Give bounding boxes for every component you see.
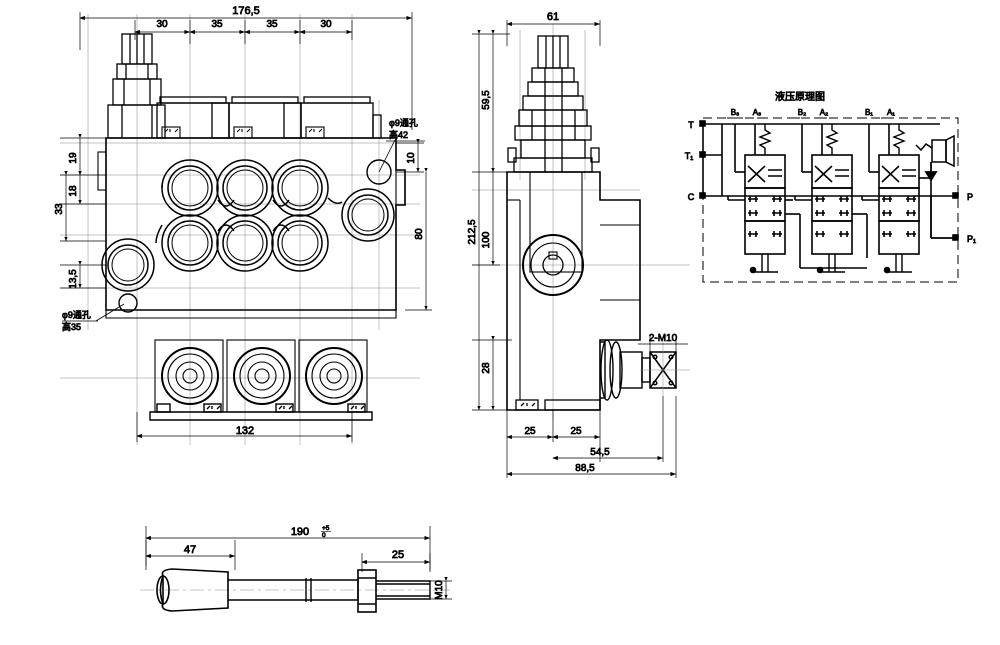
label-A3: A₃ xyxy=(753,108,762,117)
dim-176-label: 176,5 xyxy=(232,5,260,17)
tol-upper: +5 xyxy=(322,525,330,532)
port-boss-left xyxy=(101,238,155,292)
body-web-outline xyxy=(155,182,343,244)
leader-bottom xyxy=(62,303,125,322)
dim-190-label: 190 xyxy=(291,526,309,538)
note-top-line2: 高42 xyxy=(389,129,408,140)
end-caps xyxy=(149,339,373,421)
valve-section-3 xyxy=(727,124,801,274)
label-T: T xyxy=(688,120,694,130)
dim-25a-label: 25 xyxy=(524,426,536,437)
side-bottom-dims xyxy=(506,396,677,478)
lever-hex-nut xyxy=(357,569,377,613)
hydraulic-schematic: 液压原理图 T T₁ C P P₁ xyxy=(684,90,976,283)
note-2M10: 2-M10 xyxy=(649,333,678,344)
schematic-title: 液压原理图 xyxy=(775,90,825,103)
dim-left-stack xyxy=(60,133,106,289)
dim-61 xyxy=(506,20,601,46)
label-B3: B₃ xyxy=(731,108,740,117)
dim-35b-label: 35 xyxy=(266,19,278,30)
side-view: 61 xyxy=(467,11,690,478)
dim-bottom-width xyxy=(136,412,353,442)
valve-section-2 xyxy=(794,124,868,274)
label-P1: P₁ xyxy=(967,234,976,244)
spool-handle-stack xyxy=(107,33,166,139)
dim-132-label: 132 xyxy=(236,425,254,437)
dim-135-label: 13,5 xyxy=(68,269,79,289)
dim-2M10 xyxy=(638,336,688,352)
dim-30a-label: 30 xyxy=(156,19,168,30)
dim-25-lever xyxy=(361,553,431,572)
dim-545-label: 54,5 xyxy=(590,447,610,458)
side-handle-stack xyxy=(507,35,600,173)
label-M10: M10 xyxy=(434,580,445,600)
dim-M10 xyxy=(430,576,452,600)
label-A1: A₁ xyxy=(887,108,895,117)
dim-19-label: 19 xyxy=(68,152,79,164)
label-B1: B₁ xyxy=(865,108,873,117)
side-port-circle xyxy=(522,234,584,296)
label-A2: A₂ xyxy=(820,108,828,117)
dim-47-label: 47 xyxy=(184,544,196,556)
dim-overall-width xyxy=(79,12,413,130)
through-hole-top xyxy=(366,159,392,185)
side-dim-stack xyxy=(472,29,512,411)
through-hole-bottom xyxy=(118,293,138,313)
label-B2: B₂ xyxy=(798,108,806,117)
lever-thread xyxy=(376,580,431,600)
note-bottom-line1: φ9通孔 xyxy=(62,310,91,320)
dim-61-label: 61 xyxy=(547,11,559,23)
dim-right-stack xyxy=(396,138,432,311)
relief-valve-symbol xyxy=(915,134,955,239)
dim-10-label: 10 xyxy=(406,152,417,164)
port-bosses-top xyxy=(161,159,329,217)
dim-30b-label: 30 xyxy=(320,19,332,30)
dim-885-label: 88,5 xyxy=(575,463,595,474)
dim-25b-label: 25 xyxy=(570,426,582,437)
dim-35a-label: 35 xyxy=(211,19,223,30)
spool-bodies xyxy=(156,96,382,139)
dim-47 xyxy=(145,540,236,570)
dim-segments xyxy=(134,20,353,44)
label-P: P xyxy=(967,192,973,202)
lever-view: 190 +5 0 47 25 xyxy=(140,525,452,613)
label-T1: T₁ xyxy=(685,151,694,161)
dim-25-lever-label: 25 xyxy=(392,549,404,561)
tol-lower: 0 xyxy=(322,532,326,539)
port-bosses-bottom xyxy=(161,214,329,272)
label-C: C xyxy=(688,192,695,202)
dim-33-label: 33 xyxy=(54,203,65,215)
note-top-line1: φ9通孔 xyxy=(389,118,418,128)
dim-80-label: 80 xyxy=(414,228,425,240)
relief-valve-cartridge xyxy=(600,336,690,401)
dim-28-label: 28 xyxy=(481,362,492,374)
dim-2125-label: 212,5 xyxy=(467,219,478,244)
lever-knob xyxy=(156,568,229,612)
note-bottom-line2: 高35 xyxy=(62,321,81,332)
front-view: 176,5 30 35 35 30 xyxy=(54,5,432,445)
dim-595-label: 59,5 xyxy=(481,90,492,110)
dim-100-label: 100 xyxy=(481,231,492,248)
dim-18-label: 18 xyxy=(68,185,79,197)
port-boss-right xyxy=(341,188,395,242)
valve-section-1 xyxy=(861,124,932,274)
